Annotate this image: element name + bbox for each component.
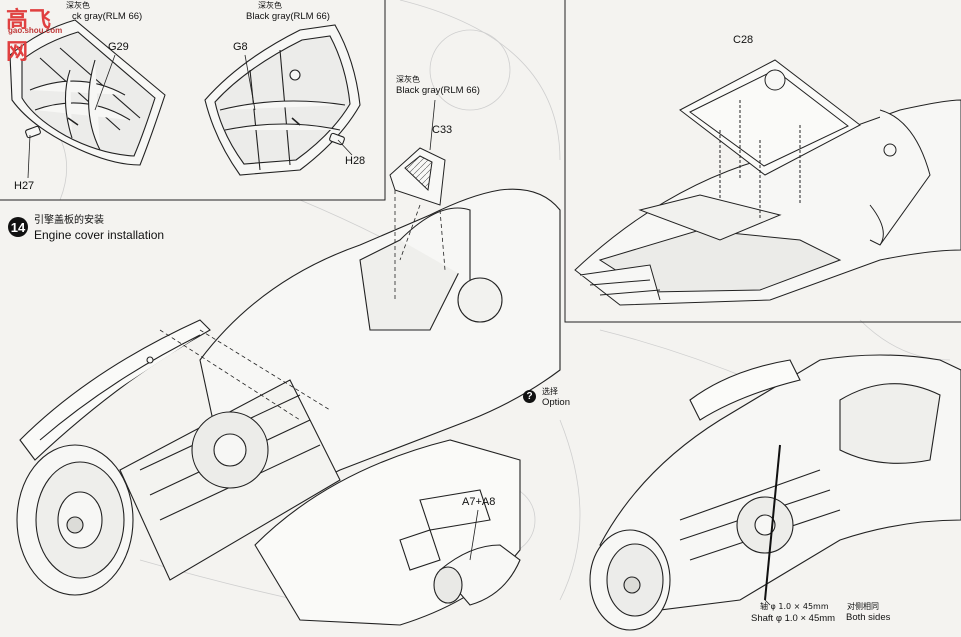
both-sides-en: Both sides bbox=[846, 612, 891, 623]
option-en: Option bbox=[542, 397, 570, 408]
engine-cowl-front bbox=[16, 379, 341, 596]
top-right-inset-frame bbox=[564, 0, 961, 323]
upper-cowl-panel bbox=[19, 319, 211, 461]
shaft-rod bbox=[764, 444, 781, 601]
option-cn: 选择 bbox=[542, 387, 558, 396]
step-number-badge: 14 bbox=[8, 217, 28, 237]
shaft-leader bbox=[764, 599, 771, 606]
center-note-en: Black gray(RLM 66) bbox=[396, 85, 480, 96]
part-g29: G29 bbox=[108, 41, 129, 53]
leader-lines-top-left bbox=[27, 54, 353, 179]
part-h28: H28 bbox=[345, 155, 366, 167]
step-title-en: Engine cover installation bbox=[34, 228, 165, 242]
center-note-cn: 深灰色 bbox=[396, 75, 420, 84]
cowl-panel-g29 bbox=[9, 19, 166, 166]
top-left-inset-frame bbox=[0, 0, 386, 201]
watermark-sub: gao.shou.com bbox=[8, 26, 63, 35]
note-color-en: ck gray(RLM 66) bbox=[72, 11, 143, 22]
watermark-logo: 高飞网 gao.shou.com bbox=[4, 2, 72, 65]
part-c33: C33 bbox=[432, 124, 453, 136]
both-sides-cn: 对侧相同 bbox=[847, 602, 879, 611]
intake-a7a8 bbox=[433, 544, 521, 606]
question-icon: ? bbox=[523, 390, 536, 403]
note2-color-en: Black gray(RLM 66) bbox=[246, 11, 330, 22]
note-color-cn: 深灰色 bbox=[66, 1, 90, 10]
windscreen-c33 bbox=[389, 147, 446, 206]
cowl-panel-g8 bbox=[204, 24, 361, 176]
part-a7a8: A7+A8 bbox=[462, 496, 496, 508]
part-g8: G8 bbox=[233, 41, 248, 53]
shaft-note-cn: 轴 φ 1.0 × 45mm bbox=[760, 602, 829, 611]
note2-color-cn: 深灰色 bbox=[258, 1, 282, 10]
bottom-right-fuselage bbox=[589, 354, 961, 631]
cockpit-floor-assembly bbox=[574, 59, 961, 306]
part-h27: H27 bbox=[14, 180, 35, 192]
watermark-main: 高飞网 bbox=[6, 8, 53, 65]
step-title-cn: 引擎盖板的安装 bbox=[34, 215, 104, 226]
assembly-guide-lines bbox=[159, 99, 479, 561]
shaft-note-en: Shaft φ 1.0 × 45mm bbox=[751, 613, 836, 624]
part-c28: C28 bbox=[733, 34, 754, 46]
